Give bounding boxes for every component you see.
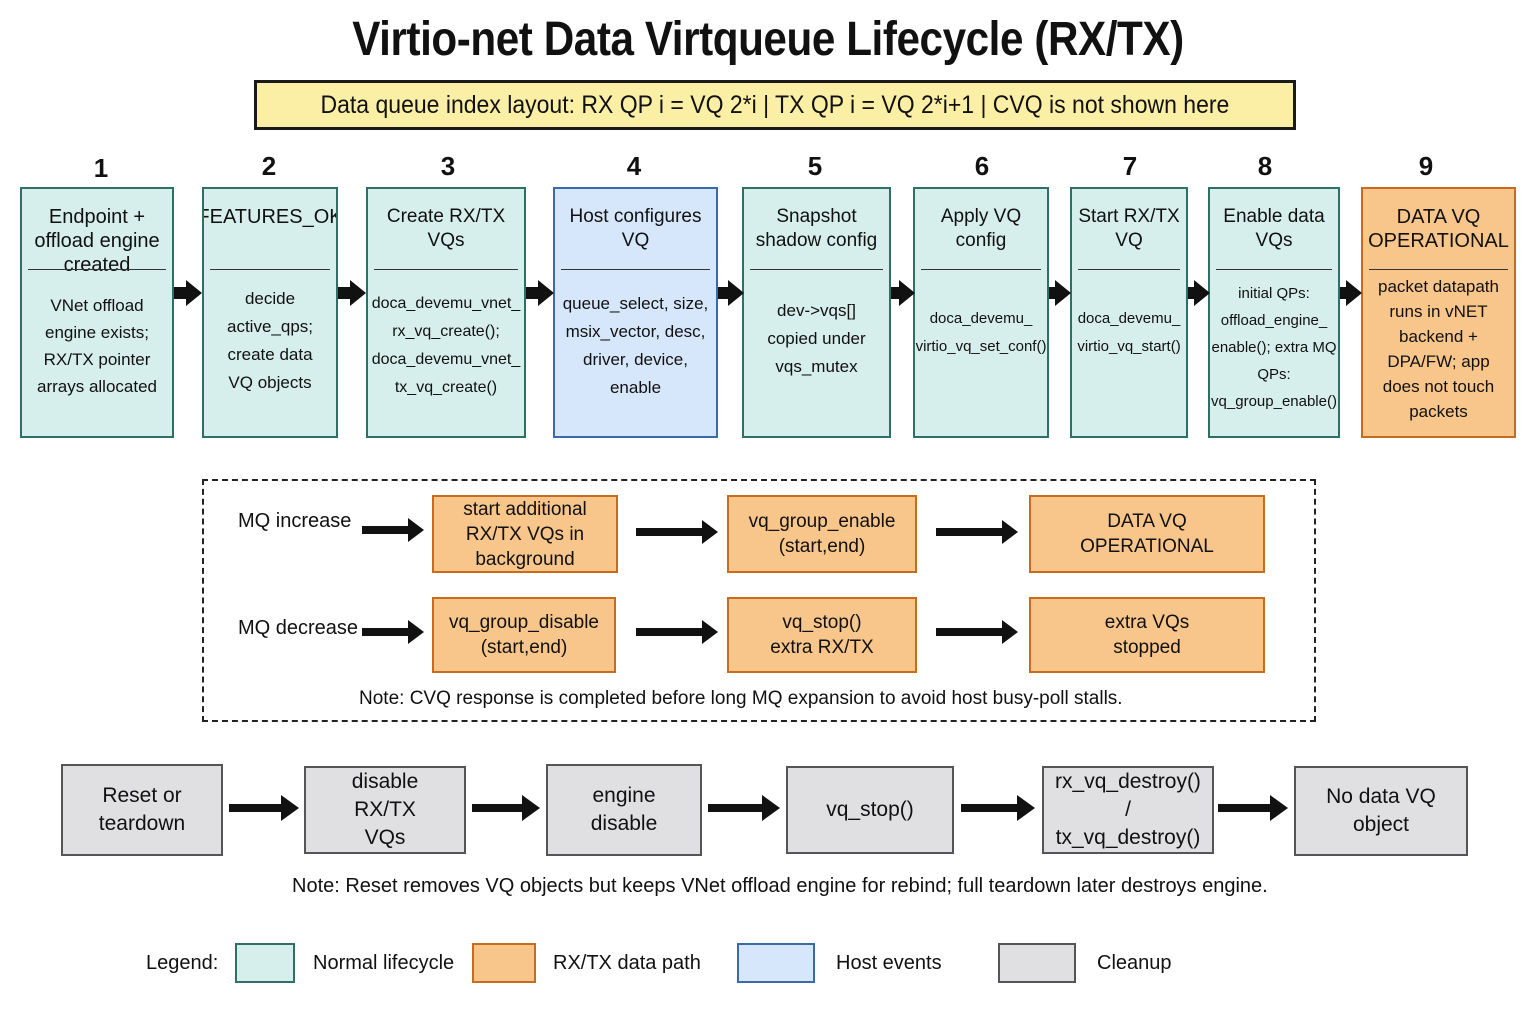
flow-arrow-icon [961,795,1035,821]
stage-title-8: Enable data VQs [1223,206,1325,251]
flow-arrow-icon [936,620,1018,644]
banner-text: Data queue index layout: RX QP i = VQ 2*… [320,90,1230,119]
stage-divider [374,269,518,270]
flow-arrow-icon [708,795,780,821]
stage-title-3: Create RX/TX VQs [386,206,506,251]
flow-arrow-icon [1218,795,1288,821]
cleanup-step-5: rx_vq_destroy() / tx_vq_destroy() [1042,766,1214,854]
mq-change-panel [202,479,1316,722]
legend-label: Legend: [146,952,219,974]
flow-arrow-icon [1340,280,1362,306]
stage-body-6: doca_devemu_ virtio_vq_set_conf() [915,310,1047,355]
cleanup-step-3: engine disable [546,764,702,856]
stage-box-9: DATA VQ OPERATIONAL packet datapath runs… [1361,187,1516,438]
stage-box-7: Start RX/TX VQ doca_devemu_ virtio_vq_st… [1070,187,1188,438]
stage-number-4: 4 [626,151,642,181]
flow-arrow-icon [1049,280,1071,306]
stage-number-5: 5 [807,151,823,181]
mq-decrease-step-1: vq_group_disable (start,end) [432,597,616,673]
stage-divider [561,269,710,270]
cleanup-step-6: No data VQ object [1294,766,1468,856]
stage-divider [28,269,166,270]
cleanup-step-1: Reset or teardown [61,764,223,856]
mq-note: Note: CVQ response is completed before l… [359,688,1123,709]
cleanup-step-2: disable RX/TX VQs [304,766,466,854]
mq-decrease-step-3: extra VQs stopped [1029,597,1265,673]
stage-box-4: Host configures VQ queue_select, size, m… [553,187,718,438]
legend-item-cleanup: Cleanup [1097,952,1172,974]
flow-arrow-icon [526,280,554,306]
stage-title-9: DATA VQ OPERATIONAL [1368,206,1509,252]
stage-divider [1078,269,1180,270]
stage-box-1: Endpoint + offload engine created VNet o… [20,187,174,438]
stage-number-2: 2 [261,151,277,181]
stage-divider [1216,269,1332,270]
flow-arrow-icon [718,280,744,306]
stage-title-2: FEATURES_OK [202,206,338,228]
stage-number-6: 6 [974,151,990,181]
flow-arrow-icon [936,520,1018,544]
flow-arrow-icon [229,795,299,821]
stage-number-9: 9 [1418,151,1434,181]
stage-divider [921,269,1041,270]
flow-arrow-icon [174,280,202,306]
stage-box-2: FEATURES_OK decide active_qps; create da… [202,187,338,438]
flow-arrow-icon [362,518,424,542]
legend-swatch-normal [235,943,295,983]
stage-title-7: Start RX/TX VQ [1078,206,1180,251]
stage-number-3: 3 [440,151,456,181]
mq-increase-step-3: DATA VQ OPERATIONAL [1029,495,1265,573]
stage-body-8: initial QPs: offload_engine_ enable(); e… [1211,284,1337,410]
legend-item-host: Host events [836,952,942,974]
stage-title-5: Snapshot shadow config [755,206,878,251]
stage-divider [210,269,330,270]
legend-swatch-cleanup [998,943,1076,983]
cleanup-note: Note: Reset removes VQ objects but keeps… [292,875,1268,897]
flow-arrow-icon [1188,280,1210,306]
stage-title-6: Apply VQ config [940,206,1022,251]
stage-body-3: doca_devemu_vnet_ rx_vq_create(); doca_d… [371,295,521,396]
stage-body-7: doca_devemu_ virtio_vq_start() [1077,310,1181,355]
stage-body-5: dev->vqs[] copied under vqs_mutex [767,301,866,376]
flow-arrow-icon [362,620,424,644]
stage-divider [750,269,883,270]
mq-increase-step-1: start additional RX/TX VQs in background [432,495,618,573]
cleanup-step-4: vq_stop() [786,766,954,854]
stage-box-8: Enable data VQs initial QPs: offload_eng… [1208,187,1340,438]
stage-box-6: Apply VQ config doca_devemu_ virtio_vq_s… [913,187,1049,438]
flow-arrow-icon [891,280,915,306]
legend-item-normal: Normal lifecycle [313,952,455,974]
mq-decrease-step-2: vq_stop() extra RX/TX [727,597,917,673]
stage-title-4: Host configures VQ [569,206,702,251]
flow-arrow-icon [636,520,718,544]
legend-swatch-host [737,943,815,983]
stage-box-5: Snapshot shadow config dev->vqs[] copied… [742,187,891,438]
stage-body-1: VNet offload engine exists; RX/TX pointe… [36,296,157,396]
stage-body-4: queue_select, size, msix_vector, desc, d… [562,294,709,397]
flow-arrow-icon [472,795,540,821]
queue-index-banner: Data queue index layout: RX QP i = VQ 2*… [254,80,1296,130]
diagram-title: Virtio-net Data Virtqueue Lifecycle (RX/… [352,13,1184,66]
stage-body-2: decide active_qps; create data VQ object… [227,289,313,392]
stage-number-7: 7 [1122,151,1138,181]
legend-swatch-datapath [472,943,536,983]
stage-title-1: Endpoint + offload engine created [34,206,160,276]
flow-arrow-icon [338,280,366,306]
mq-increase-label: MQ increase [238,510,352,532]
stage-number-8: 8 [1257,151,1273,181]
legend-item-datapath: RX/TX data path [553,952,701,974]
stage-number-1: 1 [93,153,109,183]
mq-increase-step-2: vq_group_enable (start,end) [727,495,917,573]
stage-divider [1369,269,1508,270]
mq-decrease-label: MQ decrease [238,617,359,639]
flow-arrow-icon [636,620,718,644]
stage-box-3: Create RX/TX VQs doca_devemu_vnet_ rx_vq… [366,187,526,438]
stage-body-9: packet datapath runs in vNET backend + D… [1378,277,1499,421]
